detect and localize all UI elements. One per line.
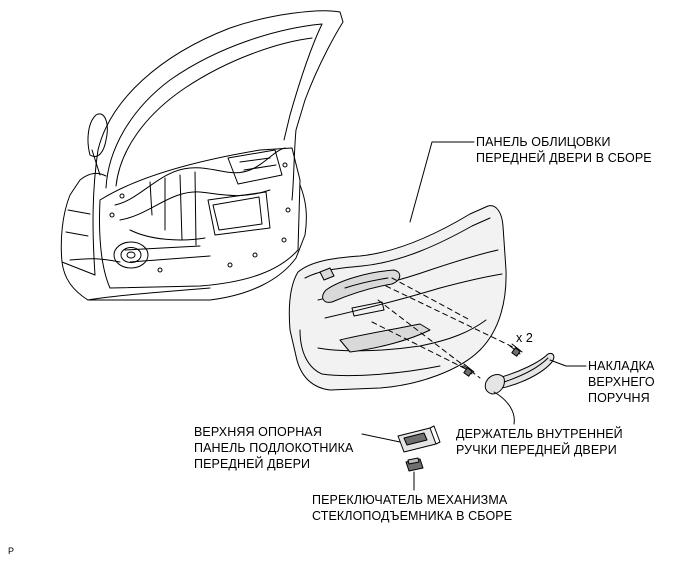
door-shell — [60, 10, 344, 301]
label-line: СТЕКЛОПОДЪЕМНИКА В СБОРЕ — [312, 509, 513, 523]
label-line: РУЧКИ ПЕРЕДНЕЙ ДВЕРИ — [456, 443, 617, 457]
label-window-switch: ПЕРЕКЛЮЧАТЕЛЬ МЕХАНИЗМА СТЕКЛОПОДЪЕМНИКА… — [312, 492, 512, 524]
label-line: ПАНЕЛЬ ОБЛИЦОВКИ — [476, 135, 611, 149]
inside-handle-bezel — [484, 374, 505, 395]
screw-lower — [461, 363, 475, 377]
screw-upper — [509, 343, 523, 357]
corner-mark: P — [8, 546, 15, 556]
assembly-guides — [371, 277, 516, 379]
label-line: ДЕРЖАТЕЛЬ ВНУТРЕННЕЙ — [456, 427, 623, 441]
label-line: ПАНЕЛЬ ПОДЛОКОТНИКА — [194, 441, 354, 455]
label-line: НАКЛАДКА — [588, 359, 655, 373]
label-armrest-upper-panel: ВЕРХНЯЯ ОПОРНАЯ ПАНЕЛЬ ПОДЛОКОТНИКА ПЕРЕ… — [194, 424, 353, 472]
label-line: ПОРУЧНЯ — [588, 391, 650, 405]
label-screw-count: x 2 — [516, 331, 533, 345]
armrest-upper-panel — [397, 425, 441, 453]
label-line: ВЕРХНЕГО — [588, 375, 655, 389]
label-line: ПЕРЕКЛЮЧАТЕЛЬ МЕХАНИЗМА — [312, 493, 508, 507]
label-trim-panel: ПАНЕЛЬ ОБЛИЦОВКИ ПЕРЕДНЕЙ ДВЕРИ В СБОРЕ — [476, 134, 652, 166]
label-assist-grip-cover: НАКЛАДКА ВЕРХНЕГО ПОРУЧНЯ — [588, 358, 655, 406]
label-inside-handle-bezel: ДЕРЖАТЕЛЬ ВНУТРЕННЕЙ РУЧКИ ПЕРЕДНЕЙ ДВЕР… — [456, 426, 623, 458]
label-line: ПЕРЕДНЕЙ ДВЕРИ В СБОРЕ — [476, 151, 652, 165]
label-line: ВЕРХНЯЯ ОПОРНАЯ — [194, 425, 323, 439]
door-trim-panel — [288, 205, 507, 391]
window-switch-assembly — [405, 457, 424, 472]
leader-lines — [361, 141, 587, 491]
label-line: ПЕРЕДНЕЙ ДВЕРИ — [194, 457, 311, 471]
